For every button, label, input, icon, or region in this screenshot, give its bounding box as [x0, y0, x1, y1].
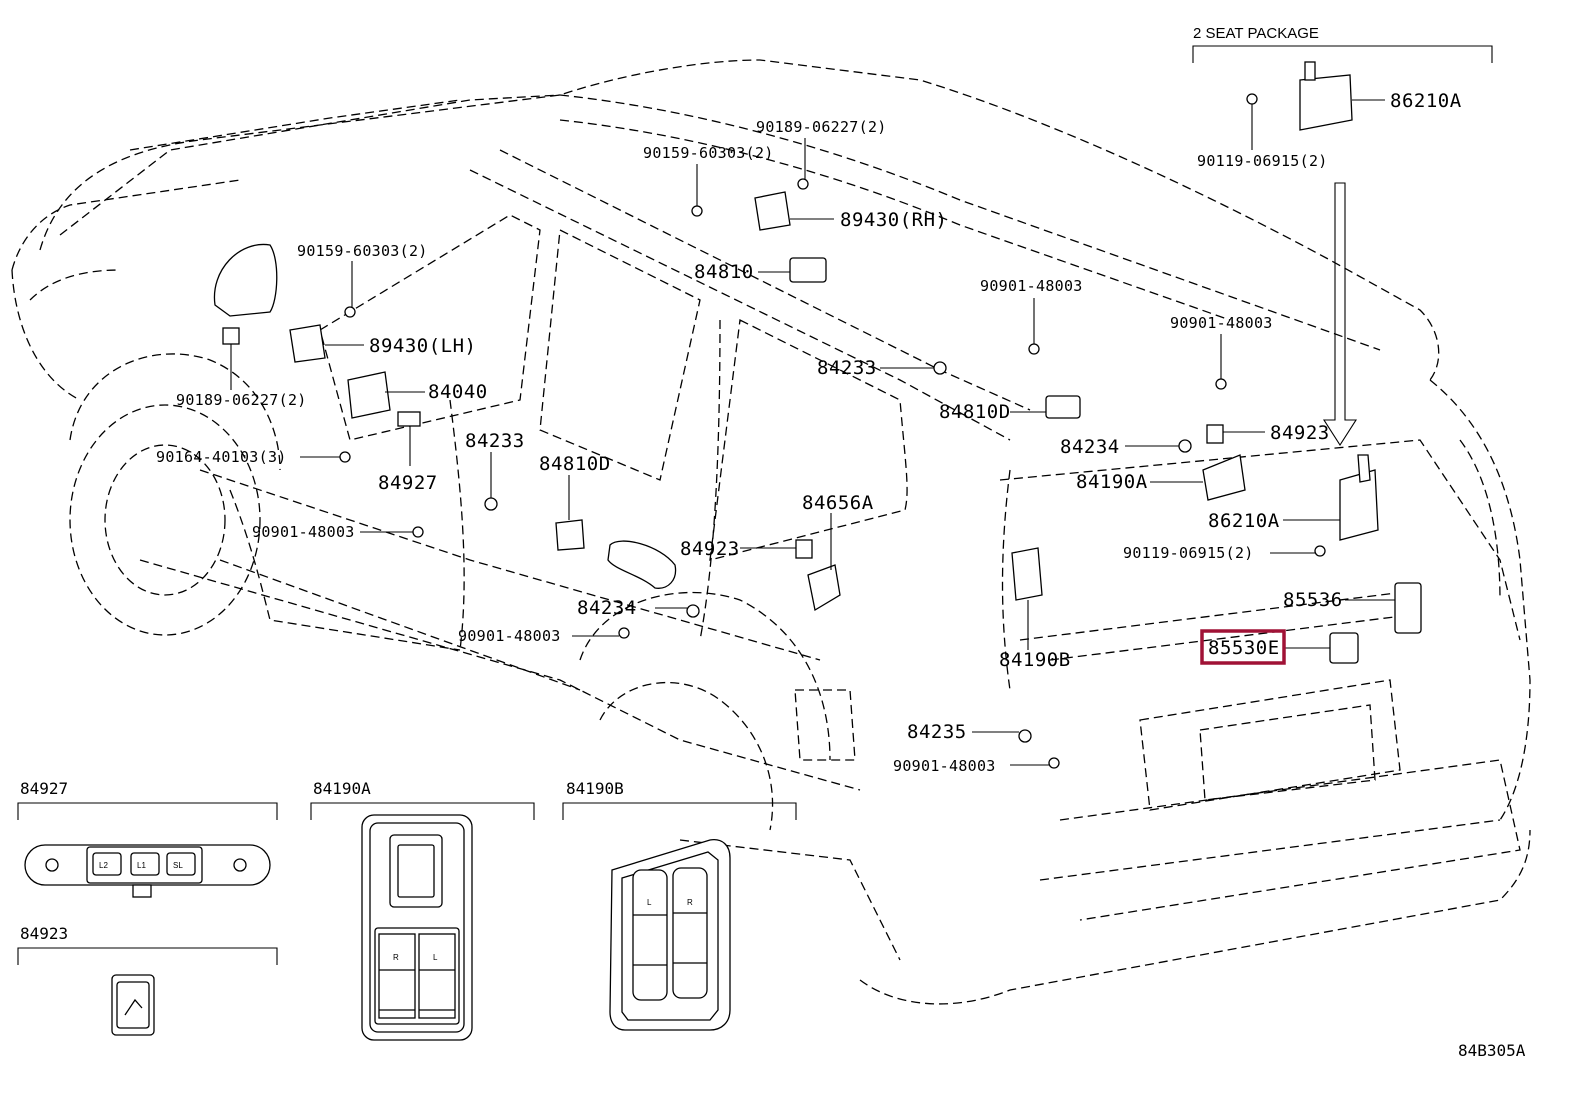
callout-84810D-mid: 84810D [539, 453, 611, 475]
callout-90901-c: 90901-48003 [1170, 314, 1273, 332]
callout-84190B: 84190B [999, 649, 1071, 671]
inset-84190A-title: 84190A [313, 779, 371, 798]
inset-84927-title: 84927 [20, 779, 68, 798]
callout-86210A-top: 86210A [1390, 90, 1462, 112]
callout-89430-rh: 89430(RH) [840, 209, 947, 231]
btn-l1-label: L1 [137, 861, 146, 870]
callout-84810: 84810 [694, 261, 754, 283]
callout-84927: 84927 [378, 472, 438, 494]
callout-90119-top: 90119-06915(2) [1197, 152, 1328, 170]
callout-84234-mid: 84234 [577, 597, 637, 619]
callout-90189-lh: 90189-06227(2) [176, 391, 307, 409]
callout-84040: 84040 [428, 381, 488, 403]
callouts: 2 SEAT PACKAGE 86210A 90119-06915(2) 901… [156, 25, 1462, 775]
callout-85536: 85536 [1283, 589, 1343, 611]
callout-84656A: 84656A [802, 492, 874, 514]
callout-90164: 90164-40103(3) [156, 448, 287, 466]
callout-84234-right: 84234 [1060, 436, 1120, 458]
callout-84923-mid: 84923 [680, 538, 740, 560]
callout-84233-roof: 84233 [817, 357, 877, 379]
switch-b-left-label: L [647, 898, 652, 907]
inset-84190B: 84190B L R [562, 779, 797, 1031]
callout-90901-b: 90901-48003 [458, 627, 561, 645]
callout-90901-e: 90901-48003 [893, 757, 996, 775]
callout-84923-right: 84923 [1270, 422, 1330, 444]
callout-90159-rh: 90159-60303(2) [643, 144, 774, 162]
inset-84190A: 84190A R L [310, 779, 535, 1041]
inset-84190B-title: 84190B [566, 779, 624, 798]
callout-84233-left: 84233 [465, 430, 525, 452]
inset-84923: 84923 [17, 924, 278, 1036]
package-note: 2 SEAT PACKAGE [1193, 25, 1319, 42]
callout-84810D-right: 84810D [939, 401, 1011, 423]
btn-sl-label: SL [173, 861, 183, 870]
callout-90189-rh: 90189-06227(2) [756, 118, 887, 136]
diagram-code: 84B305A [1458, 1041, 1526, 1060]
callout-86210A-low: 86210A [1208, 510, 1280, 532]
leader-lines [230, 45, 1493, 766]
switch-a-left-label: R [393, 953, 399, 962]
inset-84923-title: 84923 [20, 924, 68, 943]
callout-84190A: 84190A [1076, 471, 1148, 493]
inset-84927: 84927 L2 L1 SL [17, 779, 278, 898]
callout-90159-lh: 90159-60303(2) [297, 242, 428, 260]
switch-a-right-label: L [433, 953, 438, 962]
callout-90119-low: 90119-06915(2) [1123, 544, 1254, 562]
btn-l2-label: L2 [99, 861, 108, 870]
switch-b-right-label: R [687, 898, 693, 907]
callout-90901-a: 90901-48003 [252, 523, 355, 541]
part-shapes [222, 61, 1422, 769]
callout-90901-d: 90901-48003 [980, 277, 1083, 295]
callout-89430-lh: 89430(LH) [369, 335, 476, 357]
callout-85530E: 85530E [1208, 637, 1280, 659]
highlight-box-85530E [1200, 629, 1286, 665]
callout-84235: 84235 [907, 721, 967, 743]
